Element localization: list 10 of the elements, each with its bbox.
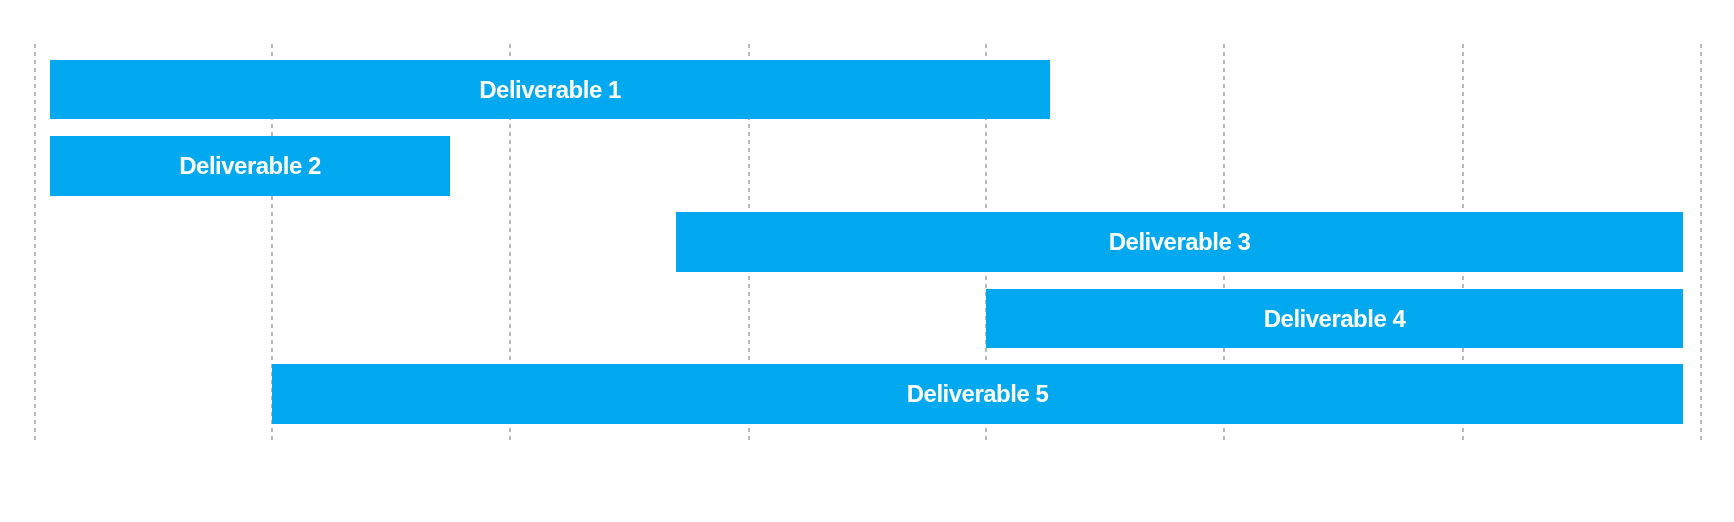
timeline-bar xyxy=(50,60,1050,119)
timeline-bar xyxy=(50,136,450,196)
timeline-bar xyxy=(676,212,1683,272)
bar-label: Deliverable 5 xyxy=(906,380,1049,408)
bar-label: Deliverable 4 xyxy=(1263,304,1406,333)
bar-label: Deliverable 2 xyxy=(179,152,321,180)
timeline-bar xyxy=(272,364,1683,424)
timeline-bar xyxy=(986,289,1683,348)
bar-label: Deliverable 3 xyxy=(1108,228,1251,256)
bar-label: Deliverable 1 xyxy=(479,75,621,104)
